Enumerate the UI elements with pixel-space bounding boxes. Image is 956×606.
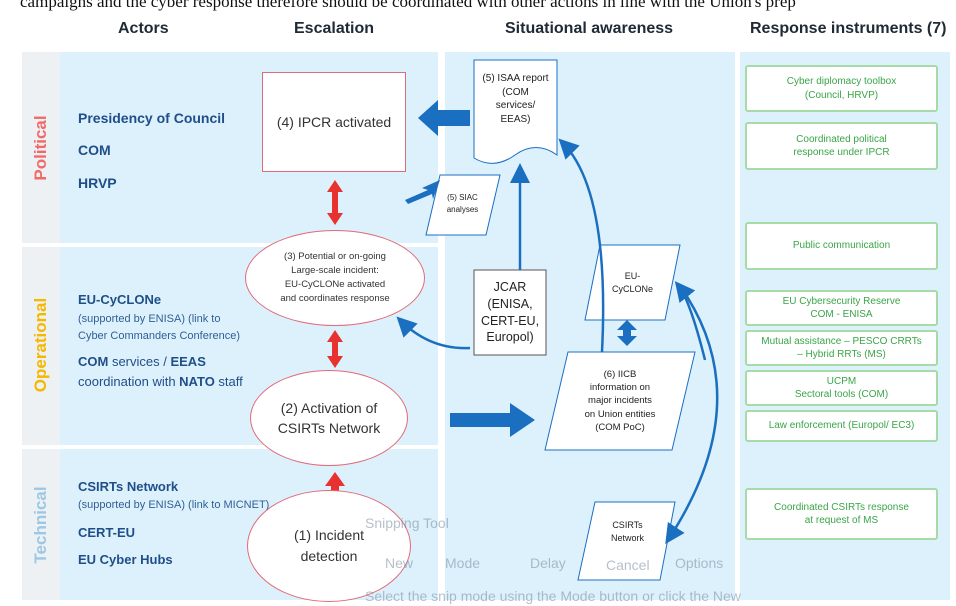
intro-text: campaigns and the cyber response therefo… (20, 0, 796, 11)
snipping-new: New (385, 555, 414, 571)
actor-hrvp: HRVP (78, 175, 117, 191)
actor-presidency: Presidency of Council (78, 110, 226, 126)
iicb-shape (544, 351, 696, 451)
snipping-mode: Mode (445, 555, 481, 571)
header-response-instruments: Response instruments (7) (750, 20, 947, 37)
jcar-shape (473, 269, 547, 356)
header-actors: Actors (118, 20, 169, 37)
jcar-text: JCAR(ENISA,CERT-EU,Europol) (480, 279, 540, 345)
arrow-isaa-to-ipcr (418, 100, 470, 136)
actor-cyclone-note2: Cyber Commanders Conference) (78, 330, 241, 342)
snipping-cancel: Cancel (606, 557, 650, 573)
technical-strip (22, 449, 60, 600)
siac-shape (425, 174, 501, 236)
political-strip (22, 52, 60, 243)
arrow-siac-to-ipcr (405, 180, 440, 204)
csirts-network-shape (577, 501, 676, 581)
arrow-csirts-to-iicb (450, 403, 535, 437)
arrow-cyclone-iicb (617, 320, 637, 346)
actor-eu-cyclone: EU-CyCLONe (78, 292, 162, 307)
snipping-hint: Select the snip mode using the Mode butt… (365, 588, 741, 604)
isaa-report-shape (473, 59, 558, 164)
actor-eu-cyber-hubs: EU Cyber Hubs (78, 552, 173, 567)
actor-csirts-network: CSIRTs Network (78, 479, 179, 494)
instrument-law-enforcement: Law enforcement (Europol/ EC3) (745, 410, 938, 442)
actor-com-services: COM services / EEAS (78, 354, 206, 369)
eu-cyclone-shape (584, 244, 681, 321)
red-arrows (325, 180, 345, 500)
actor-cert-eu: CERT-EU (78, 525, 136, 540)
snipping-options: Options (675, 555, 724, 571)
actor-cyclone-note1: (supported by ENISA) (link to (78, 313, 221, 325)
actor-com: COM (78, 142, 111, 158)
operational-strip (22, 247, 60, 445)
ipcr-activated-box: (4) IPCR activated (262, 72, 406, 172)
cyclone-text: EU-CyCLONe (611, 270, 653, 295)
instrument-cyber-diplomacy: Cyber diplomacy toolbox(Council, HRVP) (745, 65, 938, 112)
actor-csirts-note: (supported by ENISA) (link to MICNET) (78, 499, 270, 511)
header-escalation: Escalation (294, 20, 375, 37)
snipping-tool-title: Snipping Tool (365, 515, 449, 531)
instrument-public-communication: Public communication (745, 222, 938, 270)
header-situational-awareness: Situational awareness (505, 20, 674, 37)
instrument-mutual-assistance: Mutual assistance – PESCO CRRTs– Hybrid … (745, 330, 938, 366)
snipping-delay: Delay (530, 555, 566, 571)
actor-nato-coordination: coordination with NATO staff (78, 374, 243, 389)
